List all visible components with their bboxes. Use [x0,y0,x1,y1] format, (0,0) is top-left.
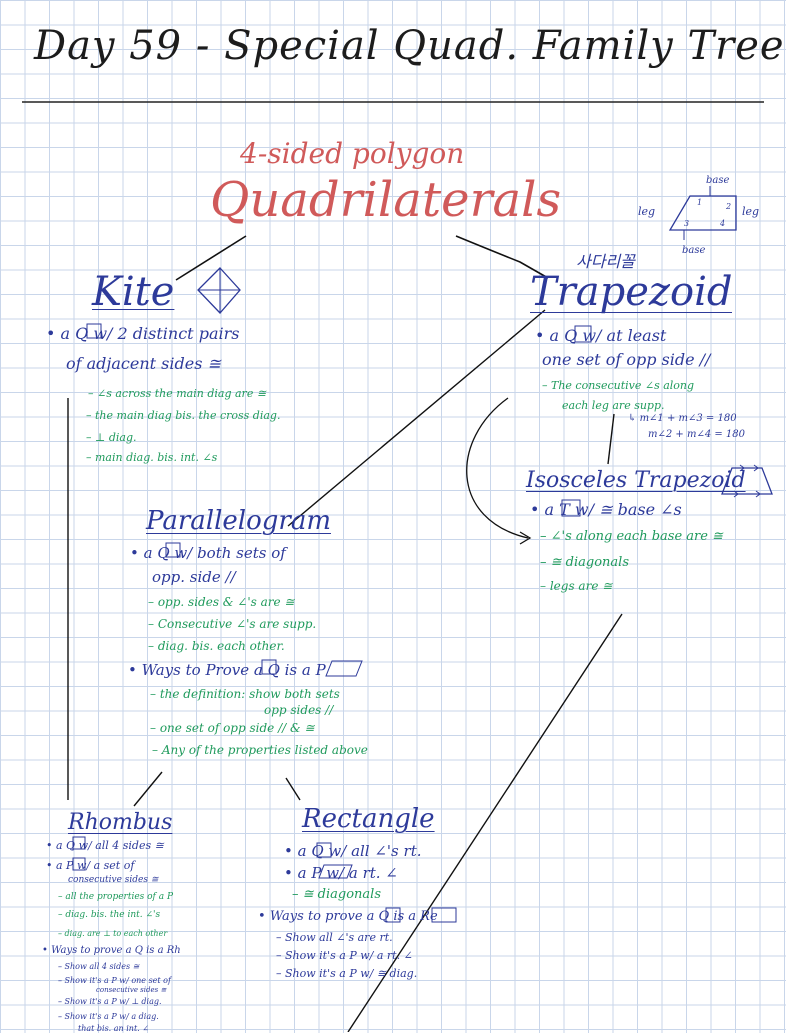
diagram-leg-left-label: leg [638,205,656,218]
rhombus-item: – all the properties of a P [58,892,174,902]
parallelogram-ways-heading: • Ways to Prove a Q is a P [128,661,326,679]
diagram-angle-3: 3 [684,219,690,228]
isosceles-property: – ∠'s along each base are ≅ [540,529,723,544]
trapezoid-korean-label: 사다리꼴 [576,252,635,271]
rectangle-way: – Show it's a P w/ ≅ diag. [276,967,418,980]
page-title: Day 59 - Special Quad. Family Tree [34,23,785,69]
rhombus-ways-heading: • Ways to prove a Q is a Rh [42,945,181,956]
rhombus-item: • a P w/ a set of [46,859,135,872]
rectangle-heading: Rectangle [302,804,435,834]
parallelogram-property: – diag. bis. each other. [148,639,285,653]
trapezoid-diagram [668,186,737,240]
quadrilateral-subtitle: 4-sided polygon [240,137,465,170]
kite-property: – ⊥ diag. [86,431,137,444]
rectangle-item: • a P w/ a rt. ∠ [284,864,398,882]
rhombus-item: consecutive sides ≅ [68,875,159,885]
curved-arrow-head [519,531,532,545]
diagram-base-bottom-label: base [682,245,706,256]
kite-property: – main diag. bis. int. ∠s [86,451,218,464]
trapezoid-property-line2: each leg are supp. [562,399,665,412]
connector-trapezoid-isosceles [607,413,615,465]
kite-definition-line1: • a Q w/ 2 distinct pairs [46,324,240,343]
connector-parallelogram-rectangle [285,777,301,801]
parallelogram-definition-line1: • a Q w/ both sets of [130,544,286,562]
parallelogram-way: – one set of opp side // & ≅ [150,721,315,735]
parallelogram-way: opp sides // [264,703,334,717]
parallelogram-property: – Consecutive ∠'s are supp. [148,617,317,631]
rectangle-ways-heading: • Ways to prove a Q is a Re [258,909,438,924]
kite-shape-icon [197,267,241,314]
isosceles-property: – ≅ diagonals [540,555,629,570]
kite-property: – the main diag bis. the cross diag. [86,409,281,422]
diagram-leg-right-label: leg [742,205,760,218]
rhombus-way: – Show all 4 sides ≅ [58,962,140,971]
connector-quad-kite [175,235,247,281]
trapezoid-equation-2: m∠2 + m∠4 = 180 [648,429,746,440]
trapezoid-definition-line1: • a Q w/ at least [535,326,667,345]
kite-heading: Kite [92,269,175,315]
diagram-angle-2: 2 [726,202,732,211]
diagram-base-top-label: base [706,175,730,186]
rhombus-way: – Show it's a P w/ a diag. [58,1012,159,1021]
parallelogram-way: – Any of the properties listed above [152,743,368,757]
curved-arrow [466,397,529,539]
trapezoid-property-line1: – The consecutive ∠s along [542,379,695,392]
rectangle-item: – ≅ diagonals [292,887,381,902]
rectangle-item: • a Q w/ all ∠'s rt. [284,842,422,860]
parallelogram-way: – the definition: show both sets [150,687,340,701]
rectangle-way: – Show all ∠'s are rt. [276,931,393,944]
kite-definition-line2: of adjacent sides ≅ [66,354,221,373]
kite-property: – ∠s across the main diag are ≅ [88,387,267,400]
rhombus-way: – Show it's a P w/ one set of [58,976,171,985]
isosceles-property: – legs are ≅ [540,579,613,593]
quadrilaterals-heading: Quadrilaterals [210,172,562,228]
rectangle-way: – Show it's a P w/ a rt. ∠ [276,949,413,962]
rhombus-heading: Rhombus [68,810,173,835]
diagram-angle-1: 1 [697,198,703,207]
parallelogram-property: – opp. sides & ∠'s are ≅ [148,595,295,609]
trapezoid-equation-1: ↳ m∠1 + m∠3 = 180 [628,413,737,424]
connector-parallelogram-rhombus [133,771,163,807]
rhombus-way: – Show it's a P w/ ⊥ diag. [58,997,162,1006]
rhombus-way: consecutive sides ≅ [96,986,167,994]
rhombus-item: – diag. are ⊥ to each other [58,929,168,938]
parallelogram-definition-line2: opp. side // [152,568,236,586]
rhombus-way: that bis. an int. ∠ [78,1024,149,1033]
trapezoid-heading: Trapezoid [530,269,733,315]
parallelogram-heading: Parallelogram [146,506,331,536]
connector-trapezoid-parallelogram [287,309,546,527]
isosceles-definition: • a T w/ ≅ base ∠s [530,500,682,519]
isosceles-trapezoid-heading: Isosceles Trapezoid [526,468,746,493]
diagram-angle-4: 4 [720,219,726,228]
rhombus-item: – diag. bis. the int. ∠'s [58,910,161,920]
rhombus-item: • a Q w/ all 4 sides ≅ [46,839,164,852]
trapezoid-definition-line2: one set of opp side // [542,350,711,369]
